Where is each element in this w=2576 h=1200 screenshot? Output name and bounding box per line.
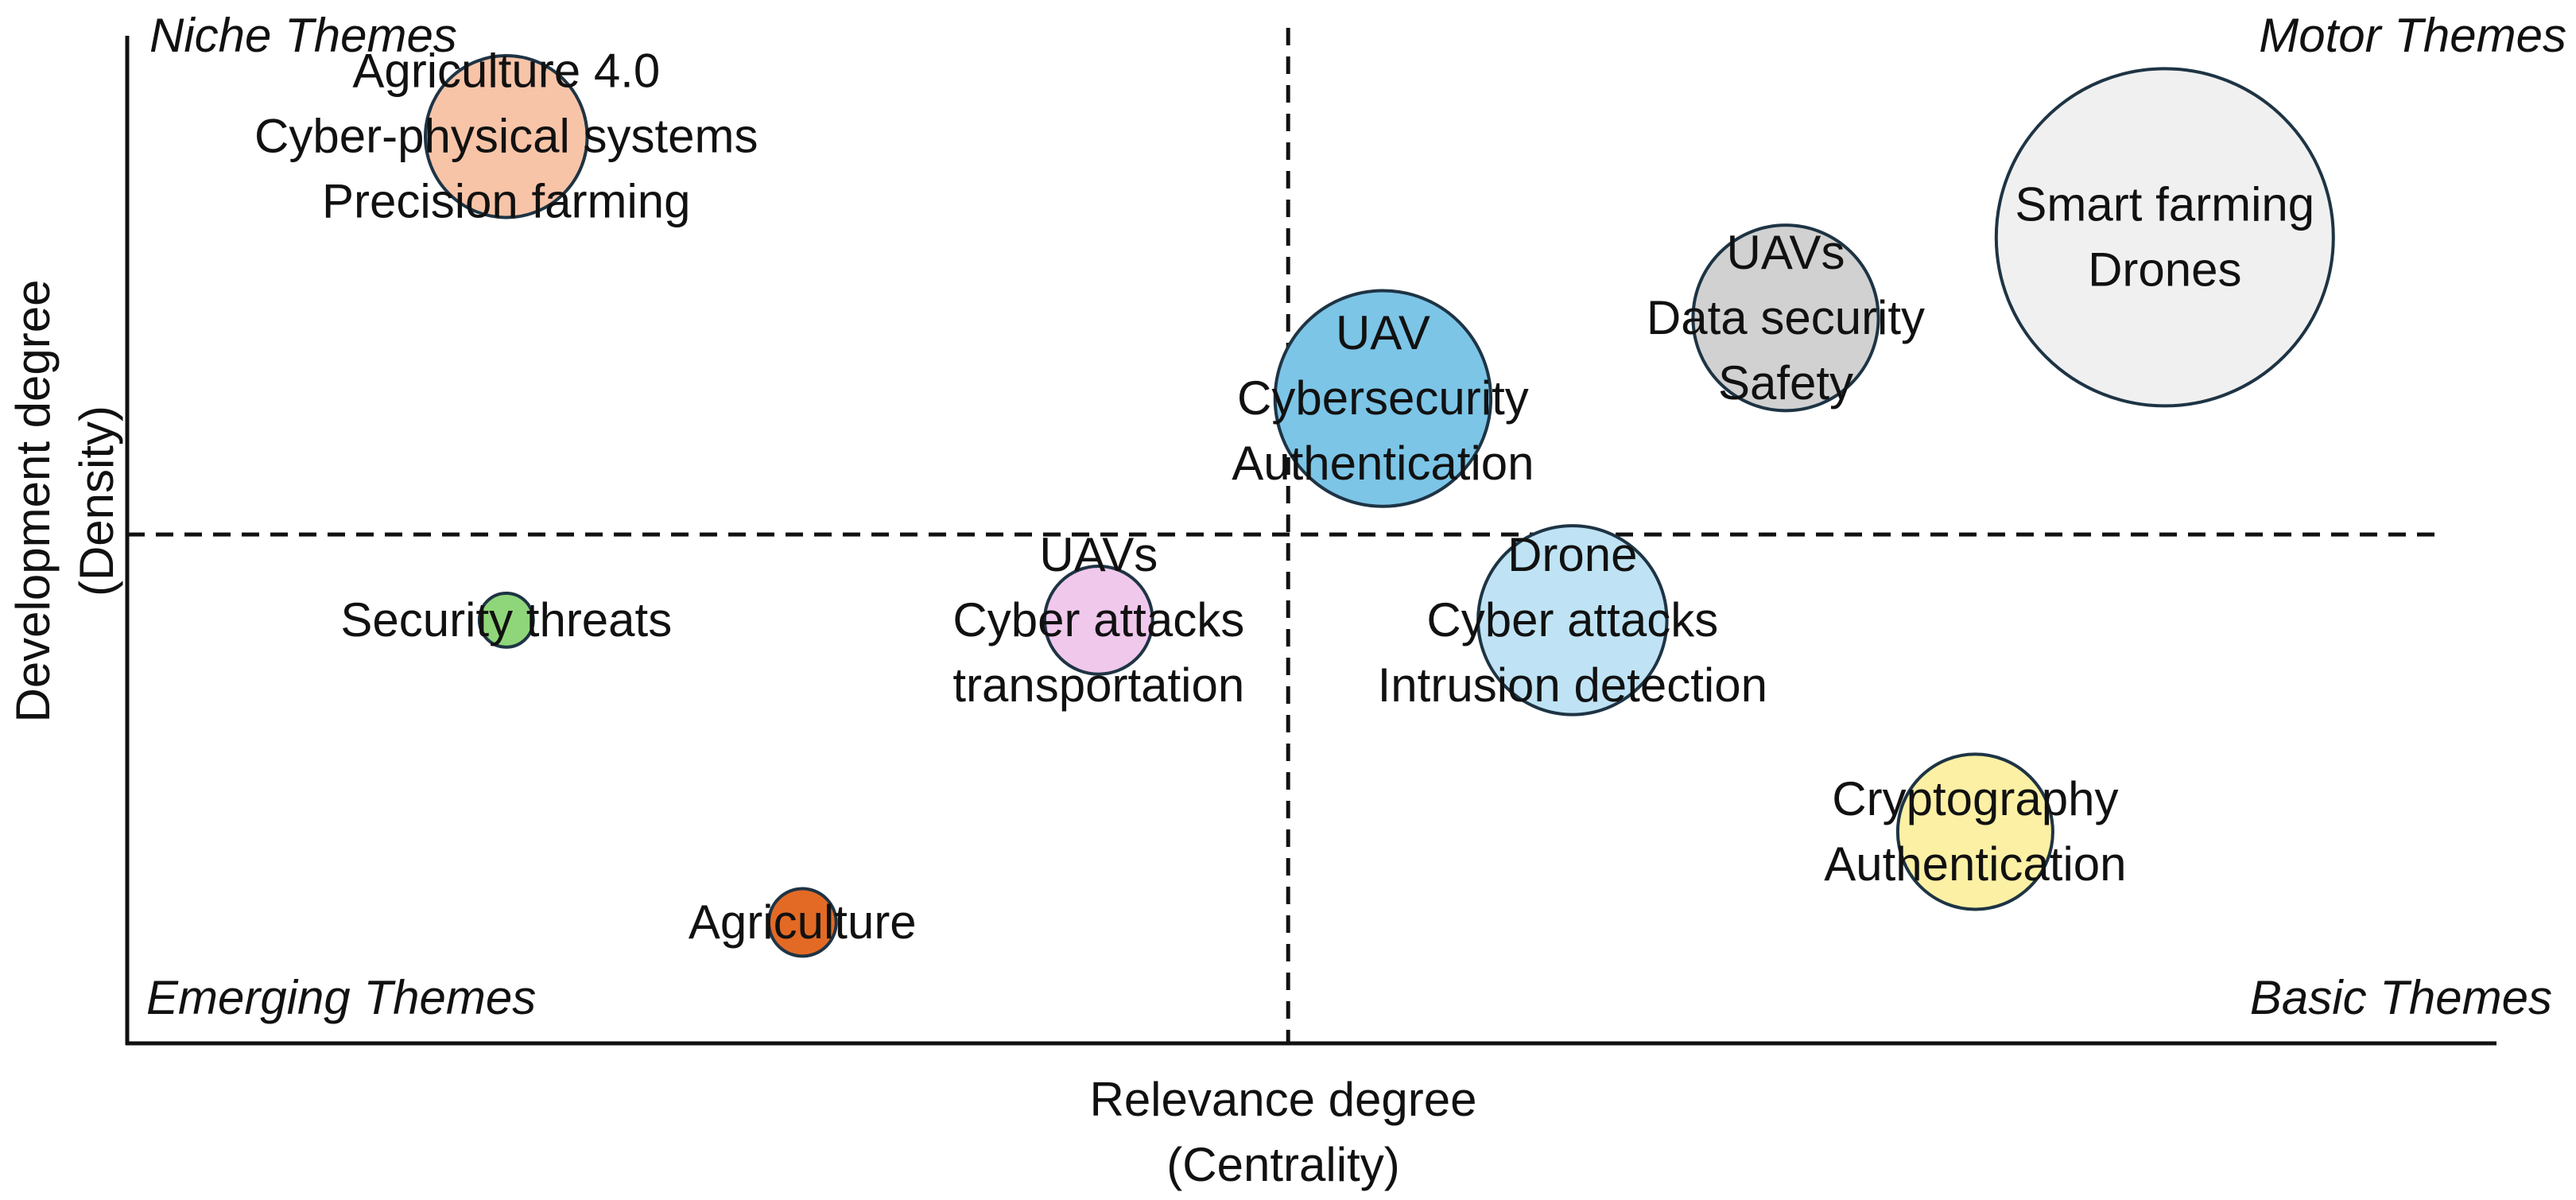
bubble-8-label-0: Agriculture [689, 895, 917, 949]
bubble-0-label-1: Cyber-physical systems [254, 110, 758, 163]
bubble-1-label-1: Cybersecurity [1237, 371, 1529, 425]
bubble-5-label-2: transportation [952, 658, 1244, 712]
bubble-8 [766, 887, 838, 958]
bubble-2 [1691, 223, 1880, 413]
bubble-2-label-1: Data security [1647, 291, 1925, 344]
bubble-0 [424, 53, 589, 219]
x-axis-label-unit: (Centrality) [1166, 1138, 1399, 1191]
quadrant-label-motor: Motor Themes [2259, 9, 2566, 62]
bubble-7-label-1: Authentication [1824, 837, 2126, 891]
bubble-1-label-2: Authentication [1232, 437, 1534, 490]
bubble-5-label-1: Cyber attacks [952, 593, 1244, 647]
bubble-1-label-0: UAV [1336, 306, 1430, 359]
y-axis-label-unit: (Density) [70, 406, 123, 596]
bubble-4 [477, 591, 535, 649]
bubble-0-label-0: Agriculture 4.0 [352, 45, 660, 98]
bubble-6-label-0: Drone [1507, 528, 1637, 581]
bubble-3-label-0: Smart farming [2015, 177, 2314, 231]
bubble-1 [1273, 289, 1493, 508]
x-axis-label: Relevance degree [1089, 1073, 1476, 1126]
bubble-6-label-1: Cyber attacks [1426, 593, 1718, 647]
bubble-7 [1895, 752, 2054, 911]
bubble-5 [1042, 565, 1154, 676]
bubble-3 [1994, 67, 2335, 408]
bubble-6 [1476, 524, 1669, 717]
quadrant-label-emerging: Emerging Themes [146, 971, 536, 1024]
bubble-2-label-2: Safety [1718, 356, 1853, 410]
quadrant-label-niche: Niche Themes [149, 9, 457, 62]
bubble-7-label-0: Cryptography [1832, 772, 2118, 825]
quadrant-label-basic: Basic Themes [2250, 971, 2552, 1024]
y-axis-label: Development degree [6, 279, 60, 722]
bubble-5-label-0: UAVs [1039, 528, 1158, 581]
bubble-2-label-0: UAVs [1727, 226, 1845, 279]
bubble-0-label-2: Precision farming [322, 175, 691, 228]
bubble-4-label-0: Security threats [340, 593, 672, 647]
bubble-3-label-1: Drones [2088, 243, 2241, 296]
bubble-6-label-2: Intrusion detection [1378, 658, 1767, 712]
